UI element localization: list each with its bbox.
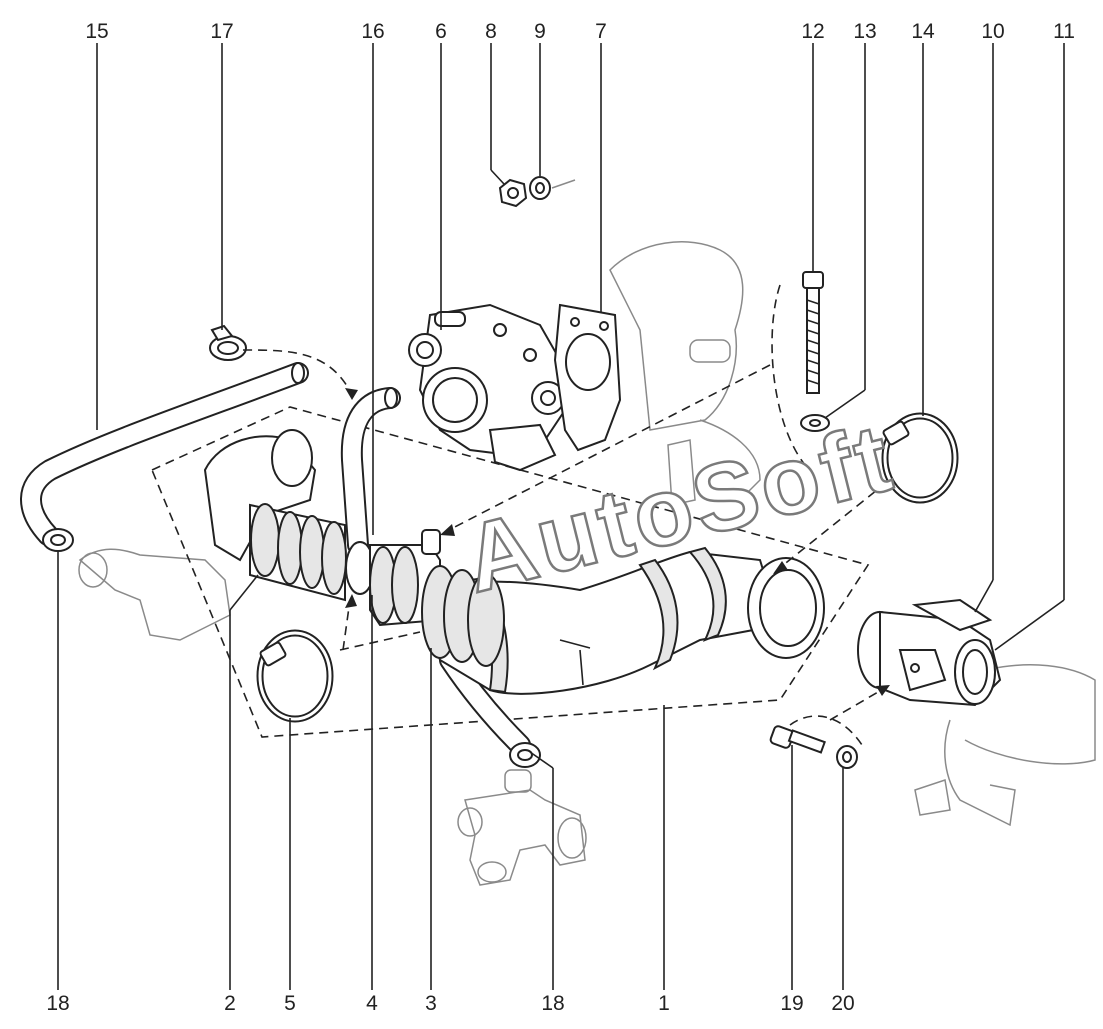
breather-hose [20,362,309,546]
assembly-arrows [242,349,890,721]
throttle-body [408,303,567,472]
thermostat-housing-outline [457,769,587,886]
callout-16: 16 [361,20,384,43]
gasket [553,303,622,452]
callout-18-right: 18 [541,992,564,1015]
callout-7: 7 [595,20,607,43]
callout-2: 2 [224,992,236,1015]
corrugated-hose-right [421,565,505,667]
hose-clamp-right [881,412,959,504]
callout-14: 14 [911,20,935,43]
small-washer [836,745,858,769]
air-intake-hose [418,546,825,695]
callout-18-left: 18 [46,992,69,1015]
callout-6: 6 [435,20,447,43]
callout-1: 1 [658,992,670,1015]
hose-clip-left [42,528,74,552]
callout-9: 9 [534,20,546,43]
callout-11: 11 [1053,20,1075,43]
callout-10: 10 [981,20,1004,43]
long-bolt [802,271,824,394]
washer [529,176,576,200]
turbo-pipe-outline [914,664,1096,827]
hose-clip [209,324,247,361]
small-hose [340,387,401,556]
callout-12: 12 [801,20,824,43]
bolt-washer [800,414,830,432]
callout-13: 13 [853,20,876,43]
callout-15: 15 [85,20,108,43]
callout-4: 4 [366,992,378,1015]
hose-clip-lower [509,742,541,768]
bolt-guide-arc [771,284,806,466]
callout-20: 20 [831,992,854,1015]
intake-manifold-outline [609,241,761,506]
bolt-guide-curve [789,715,863,746]
callout-5: 5 [284,992,296,1015]
callout-8: 8 [485,20,497,43]
leader-lines [57,43,1065,990]
air-flow-meter [857,598,1002,707]
heater-pipe-outline [78,548,231,641]
nut [498,178,528,208]
assembly-boundary [150,406,870,738]
hose-clamp-left [256,629,334,723]
callout-17: 17 [210,20,233,43]
callout-3: 3 [425,992,437,1015]
short-bolt [769,725,826,754]
callout-19: 19 [780,992,803,1015]
corrugated-hose-left [203,429,347,602]
